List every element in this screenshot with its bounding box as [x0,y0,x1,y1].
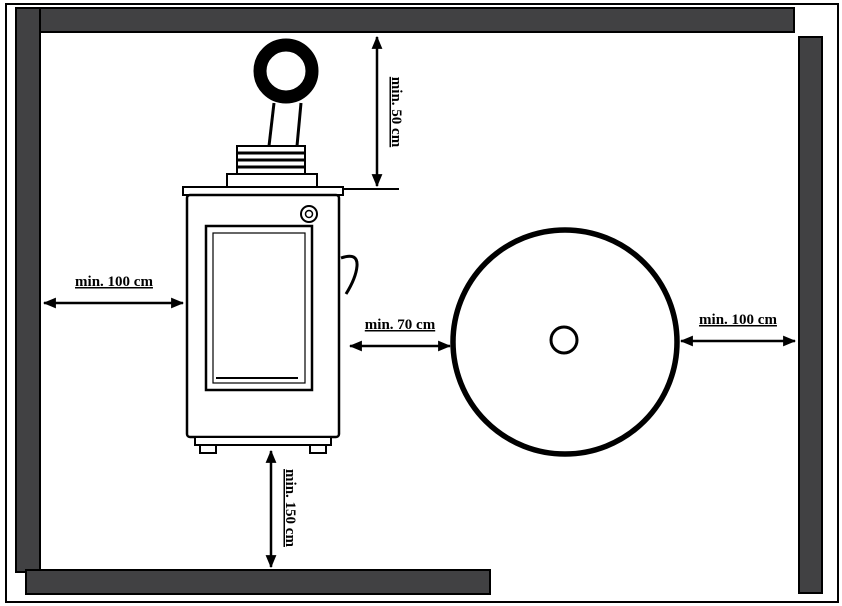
stove-handle [340,254,359,295]
dimension-top: min. 50 cm [371,35,404,188]
image-border [5,3,839,603]
dimension-bottom: min. 150 cm [265,449,298,569]
table-center-circle [549,325,579,355]
dimension-middle: min. 70 cm [348,317,452,352]
left-wall [15,7,41,573]
chimney-ring [253,38,319,104]
stove-door [204,224,314,392]
dimension-right: min. 100 cm [679,312,797,347]
stove-base [194,436,332,446]
stove-feet [199,444,327,454]
table [450,227,680,457]
dimension-left: min. 100 cm [42,274,185,309]
stove-to-table-label: min. 70 cm [365,317,436,333]
top-wall [15,7,795,33]
front-clearance-label: min. 150 cm [282,469,298,547]
right-wall [798,36,823,594]
stove [182,38,399,454]
left-clearance-label: min. 100 cm [75,274,153,290]
bottom-wall [25,569,491,595]
room-walls [15,7,823,595]
right-clearance-label: min. 100 cm [699,312,777,328]
top-clearance-label: min. 50 cm [388,77,404,148]
chimney-pipe [267,102,303,147]
flue-collar [226,145,318,189]
stove-knob [300,205,318,223]
